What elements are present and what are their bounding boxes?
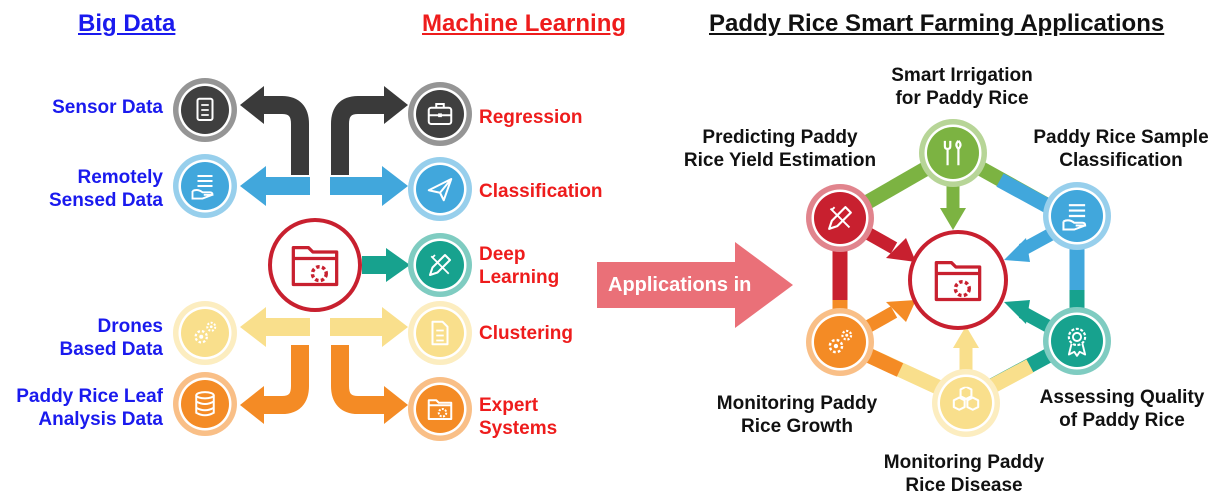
arrow-to-remotely-sensed <box>240 166 310 206</box>
label-remotely-sensed-data: Remotely Sensed Data <box>48 167 163 211</box>
heading-big-data: Big Data <box>78 10 176 37</box>
ml-node-1 <box>408 82 472 146</box>
arrow-to-drones-data <box>240 307 310 347</box>
label-predicting-yield: Predicting Paddy Rice Yield Estimation <box>683 127 877 171</box>
label-deep-learning: Deep Learning <box>479 244 560 288</box>
label-drones-based-data: Drones Based Data <box>59 316 164 360</box>
label-sensor-data: Sensor Data <box>52 97 163 118</box>
label-smart-irrigation: Smart Irrigation for Paddy Rice <box>891 65 1033 109</box>
source-node-4 <box>173 372 237 436</box>
spoke-sample <box>1004 226 1059 262</box>
application-node-1 <box>919 119 987 187</box>
source-node-1 <box>173 78 237 142</box>
arrow-to-sensor-data <box>240 86 309 175</box>
application-node-6 <box>806 184 874 252</box>
arrow-to-classification <box>330 166 408 206</box>
applications-in-label: Applications in <box>608 274 752 296</box>
spoke-growth <box>858 300 916 336</box>
label-expert-systems: Expert Systems <box>479 395 558 439</box>
label-monitoring-disease: Monitoring Paddy Rice Disease <box>883 452 1045 496</box>
spoke-disease <box>953 326 979 376</box>
heading-machine-learning: Machine Learning <box>422 10 627 37</box>
arrow-to-expert-systems <box>331 345 408 424</box>
label-clustering: Clustering <box>479 323 573 344</box>
ml-node-2 <box>408 157 472 221</box>
ml-node-5 <box>408 377 472 441</box>
application-node-4 <box>932 369 1000 437</box>
ml-node-3 <box>408 233 472 297</box>
application-node-2 <box>1043 182 1111 250</box>
label-regression: Regression <box>479 107 583 128</box>
label-assessing-quality: Assessing Quality of Paddy Rice <box>1039 387 1205 431</box>
source-node-3 <box>173 301 237 365</box>
arrow-to-leaf-analysis <box>240 345 309 424</box>
arrow-to-deep-learning <box>362 248 410 282</box>
label-sample-classification: Paddy Rice Sample Classification <box>1033 127 1209 171</box>
label-monitoring-growth: Monitoring Paddy Rice Growth <box>716 393 878 437</box>
applications-hub <box>908 230 1008 330</box>
arrow-to-regression <box>331 86 408 175</box>
central-data-hub <box>268 218 362 312</box>
heading-applications: Paddy Rice Smart Farming Applications <box>709 10 1165 37</box>
spoke-yield <box>858 224 916 262</box>
label-leaf-analysis-data: Paddy Rice Leaf Analysis Data <box>16 386 163 430</box>
arrow-to-clustering <box>330 307 408 347</box>
label-classification: Classification <box>479 181 603 202</box>
ml-node-4 <box>408 301 472 365</box>
source-node-2 <box>173 154 237 218</box>
application-node-5 <box>806 308 874 376</box>
applications-arrow <box>597 242 793 328</box>
applications-network <box>806 119 1111 437</box>
application-node-3 <box>1043 307 1111 375</box>
